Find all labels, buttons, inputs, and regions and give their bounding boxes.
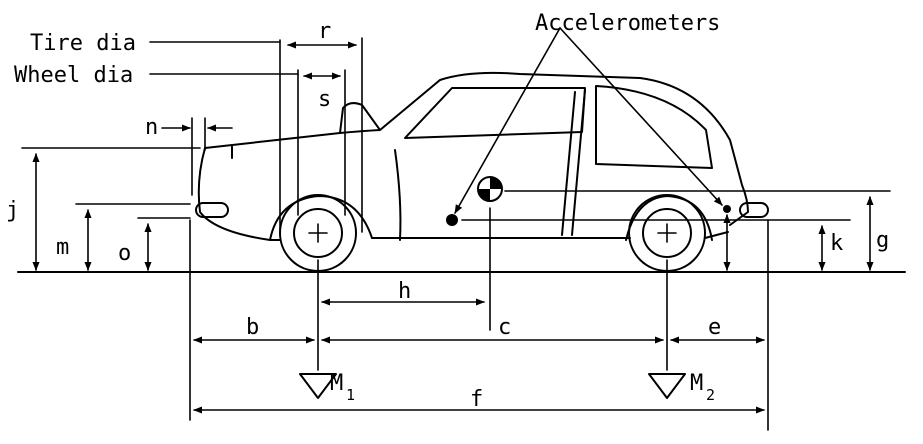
- car-body: [195, 71, 769, 241]
- left-height-dims: [21, 147, 201, 271]
- dim-j-label: j: [6, 198, 19, 223]
- dim-m-label: m: [56, 235, 69, 260]
- wheel-dia-label: Wheel dia: [14, 63, 133, 88]
- rear-wheel: [625, 194, 713, 272]
- mass-front-subscript: 1: [346, 386, 355, 404]
- mass-front-symbol: [299, 373, 337, 399]
- horizontal-dims: [189, 219, 769, 431]
- tire-wheel-dims: [149, 37, 363, 233]
- tire-dia-label: Tire dia: [30, 31, 136, 56]
- right-height-dims: [461, 190, 891, 271]
- accelerometers-label: Accelerometers: [535, 11, 720, 36]
- dim-r-label: r: [318, 19, 331, 44]
- front-wheel: [269, 194, 373, 272]
- mass-front-label: M: [330, 371, 343, 396]
- dim-g-label: g: [876, 228, 889, 253]
- dim-h-label: h: [398, 279, 411, 304]
- dim-n: [161, 117, 233, 196]
- center-of-gravity-symbol: [477, 176, 503, 202]
- dim-e-label: e: [708, 315, 721, 340]
- dim-s-label: s: [318, 87, 331, 112]
- mass-rear-label: M: [690, 371, 703, 396]
- dim-k-label: k: [830, 231, 843, 256]
- mass-rear-subscript: 2: [706, 386, 715, 404]
- dim-b-label: b: [246, 315, 259, 340]
- dim-o-label: o: [118, 241, 131, 266]
- dim-n-label: n: [145, 115, 158, 140]
- accelerometer-markers: [446, 27, 731, 226]
- dim-f-label: f: [470, 387, 483, 412]
- dim-c-label: c: [498, 315, 511, 340]
- mass-rear-symbol: [648, 373, 686, 399]
